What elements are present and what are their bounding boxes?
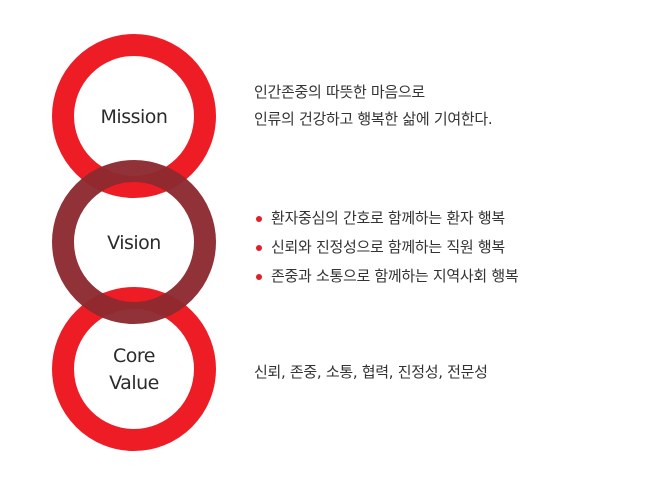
core-label-line1: Core: [113, 345, 155, 367]
mission-ring: [52, 34, 216, 198]
bullet-dot-icon: [256, 244, 262, 251]
core-label-line2: Value: [109, 372, 159, 394]
bullet-dot-icon: [256, 273, 262, 280]
vision-item-1: 환자중심의 간호로 함께하는 환자 행복: [254, 204, 518, 233]
mission-line-1: 인간존중의 따뜻한 마음으로: [254, 83, 425, 101]
vision-list: 환자중심의 간호로 함께하는 환자 행복 신뢰와 진정성으로 함께하는 직원 행…: [254, 204, 519, 291]
bullet-dot-icon: [256, 215, 262, 222]
vision-item-3-text: 존중과 소통으로 함께하는 지역사회 행복: [271, 267, 519, 285]
core-value-ring: [52, 287, 216, 451]
vision-item-2: 신뢰와 진정성으로 함께하는 직원 행복: [254, 233, 518, 262]
vision-item-3: 존중과 소통으로 함께하는 지역사회 행복: [254, 262, 519, 291]
mission-line-2: 인류의 건강하고 행복한 삶에 기여한다.: [254, 110, 493, 128]
vision-label: Vision: [107, 232, 161, 254]
vision-ring: [52, 160, 216, 324]
vision-item-1-text: 환자중심의 간호로 함께하는 환자 행복: [271, 209, 505, 227]
vision-text: 환자중심의 간호로 함께하는 환자 행복 신뢰와 진정성으로 함께하는 직원 행…: [254, 204, 519, 291]
core-value-line: 신뢰, 존중, 소통, 협력, 진정성, 전문성: [254, 363, 488, 381]
vision-item-2-text: 신뢰와 진정성으로 함께하는 직원 행복: [271, 238, 505, 256]
mission-text: 인간존중의 따뜻한 마음으로 인류의 건강하고 행복한 삶에 기여한다.: [254, 79, 493, 133]
mission-label: Mission: [101, 106, 168, 128]
core-value-text: 신뢰, 존중, 소통, 협력, 진정성, 전문성: [254, 359, 488, 386]
